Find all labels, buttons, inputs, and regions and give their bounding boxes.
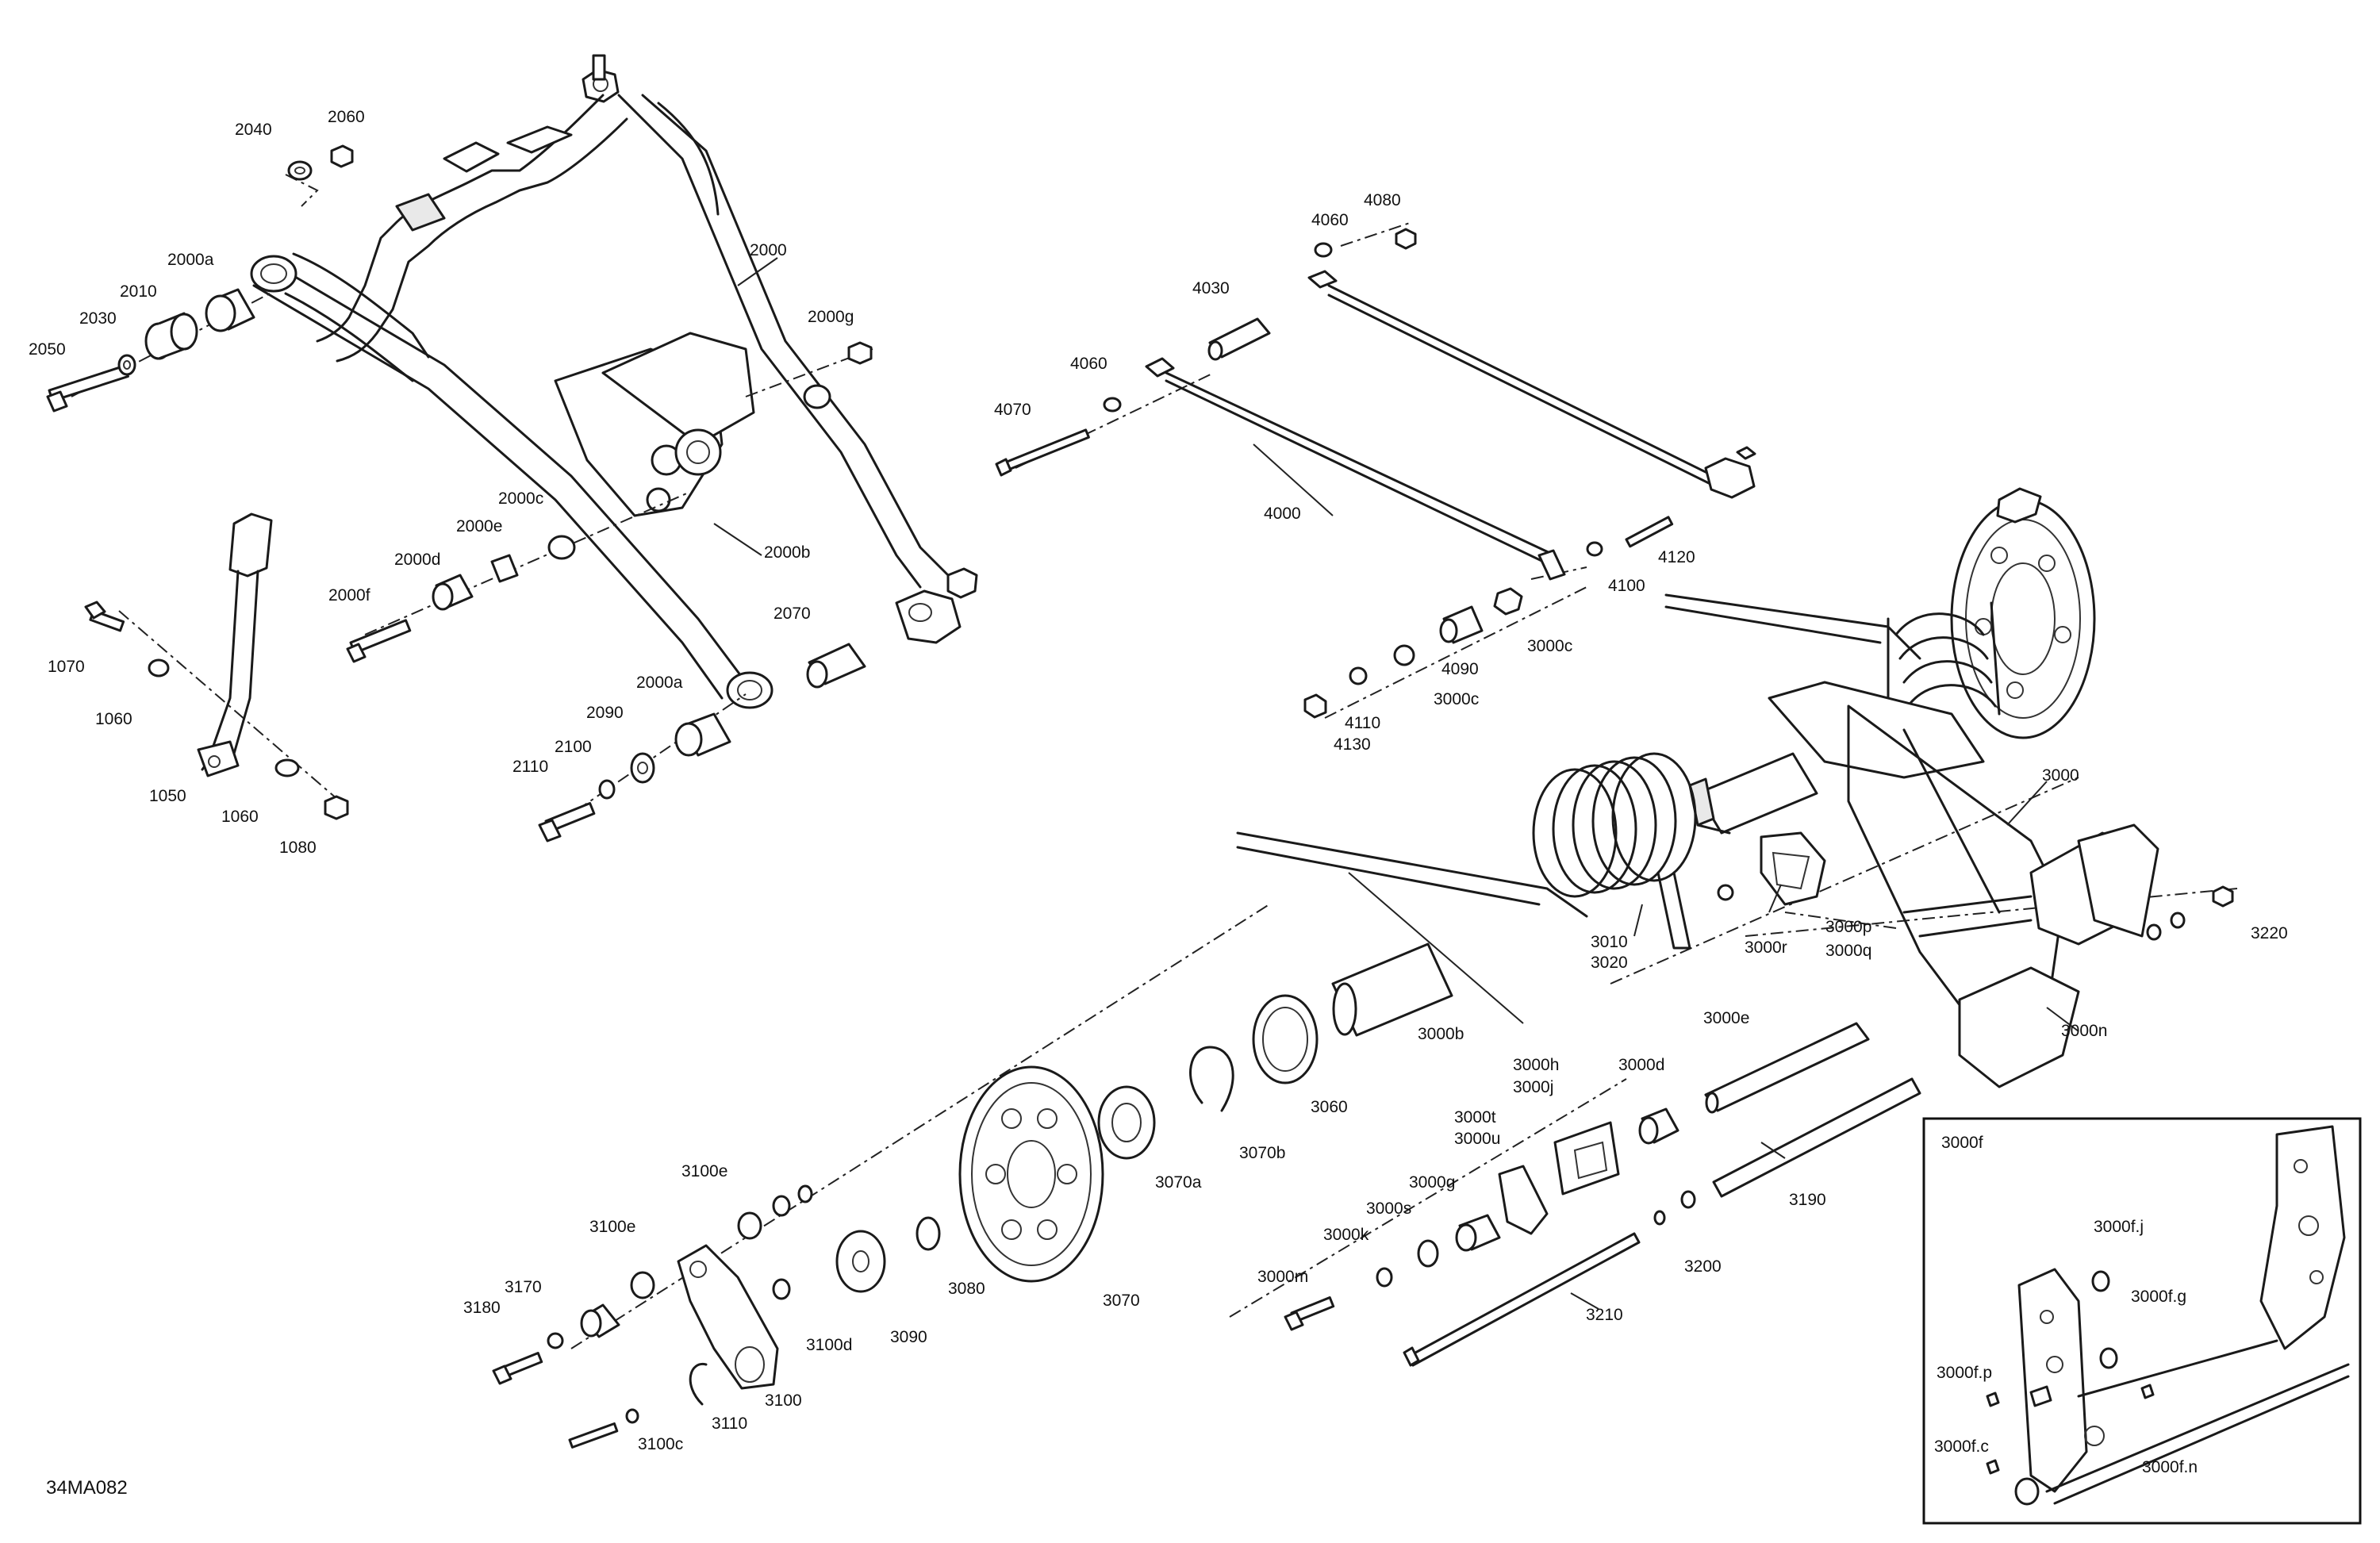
label-2070: 2070: [774, 605, 811, 623]
label-4130: 4130: [1334, 735, 1371, 754]
label-3100e-a: 3100e: [681, 1162, 727, 1180]
label-4080: 4080: [1364, 191, 1401, 209]
part-labels: 2060 2040 2000 2000a 2010 2030 2050 2000…: [29, 108, 2288, 1499]
label-3070b: 3070b: [1239, 1144, 1285, 1162]
label-3080: 3080: [948, 1280, 985, 1298]
label-1070: 1070: [48, 658, 85, 676]
label-3100: 3100: [765, 1391, 802, 1410]
leader-lines: [713, 257, 2079, 1310]
label-3000p: 3000p: [1825, 918, 1871, 936]
label-4110: 4110: [1345, 714, 1380, 732]
label-3070a: 3070a: [1155, 1173, 1202, 1192]
front-arm-hardware: [46, 144, 873, 843]
label-2050: 2050: [29, 340, 66, 359]
label-4030: 4030: [1192, 279, 1230, 297]
label-3180: 3180: [463, 1299, 501, 1317]
label-3060: 3060: [1311, 1098, 1348, 1116]
label-3000f-g: 3000f.g: [2131, 1288, 2186, 1306]
label-3010: 3010: [1591, 933, 1628, 951]
label-3000h: 3000h: [1513, 1056, 1559, 1074]
label-3200: 3200: [1684, 1257, 1722, 1276]
label-2030: 2030: [79, 309, 117, 328]
label-3000f-n: 3000f.n: [2142, 1458, 2198, 1476]
label-3110: 3110: [712, 1414, 747, 1433]
label-2000a-top: 2000a: [167, 251, 214, 269]
label-3210: 3210: [1586, 1306, 1623, 1324]
label-2110: 2110: [512, 758, 548, 776]
label-3000u: 3000u: [1454, 1130, 1500, 1148]
label-3000t: 3000t: [1454, 1108, 1496, 1127]
label-2000e: 2000e: [456, 517, 502, 535]
label-2000c: 2000c: [498, 489, 543, 508]
label-3000c-b: 3000c: [1434, 690, 1479, 708]
label-3070: 3070: [1103, 1292, 1140, 1310]
label-3190: 3190: [1789, 1191, 1826, 1209]
label-3020: 3020: [1591, 954, 1628, 972]
label-3000q: 3000q: [1825, 942, 1871, 960]
label-3100e-b: 3100e: [589, 1218, 635, 1236]
label-3000m: 3000m: [1257, 1268, 1308, 1286]
label-4000: 4000: [1264, 505, 1301, 523]
rear-arm-assembly: [492, 487, 2234, 1449]
label-3000f-j: 3000f.j: [2094, 1218, 2144, 1236]
label-4090: 4090: [1441, 660, 1479, 678]
label-2100: 2100: [555, 738, 592, 756]
label-3000g: 3000g: [1409, 1173, 1455, 1192]
label-3000j: 3000j: [1513, 1078, 1553, 1096]
label-4120: 4120: [1658, 548, 1695, 566]
label-3100c: 3100c: [638, 1435, 683, 1453]
label-2000b: 2000b: [764, 543, 810, 562]
label-3000b: 3000b: [1418, 1025, 1464, 1043]
lever-assembly: [84, 512, 349, 820]
label-4100: 4100: [1608, 577, 1645, 595]
label-3170: 3170: [505, 1278, 542, 1296]
label-3000s: 3000s: [1366, 1199, 1411, 1218]
label-3220: 3220: [2251, 924, 2288, 942]
label-3090: 3090: [890, 1328, 927, 1346]
label-1060-top: 1060: [95, 710, 132, 728]
label-3000e: 3000e: [1703, 1009, 1749, 1027]
label-4060-mid: 4060: [1070, 355, 1107, 373]
label-2040: 2040: [235, 121, 272, 139]
label-1060-bottom: 1060: [221, 808, 259, 826]
label-4060-top: 4060: [1311, 211, 1349, 229]
label-2000: 2000: [750, 241, 787, 259]
label-1050: 1050: [149, 787, 186, 805]
front-arm-assembly: [250, 54, 978, 709]
inset-title: 3000f: [1941, 1134, 1983, 1152]
label-4070: 4070: [994, 401, 1031, 419]
label-2090: 2090: [586, 704, 624, 722]
label-3100d: 3100d: [806, 1336, 852, 1354]
label-2000g: 2000g: [808, 308, 854, 326]
inset-3000f: [1922, 1117, 2362, 1525]
label-2000f: 2000f: [328, 586, 370, 605]
reference-code: 34MA082: [46, 1477, 128, 1499]
label-2010: 2010: [120, 282, 157, 301]
label-3000r: 3000r: [1745, 938, 1787, 957]
label-1080: 1080: [279, 839, 317, 857]
label-3000f-p: 3000f.p: [1937, 1364, 1992, 1382]
label-2000a-bottom: 2000a: [636, 674, 683, 692]
label-3000k: 3000k: [1323, 1226, 1369, 1244]
label-2000d: 2000d: [394, 551, 440, 569]
label-3000f-c: 3000f.c: [1934, 1437, 1989, 1456]
label-3000c-a: 3000c: [1527, 637, 1572, 655]
label-3000n: 3000n: [2061, 1022, 2107, 1040]
label-3000: 3000: [2042, 766, 2079, 785]
label-3000d: 3000d: [1618, 1056, 1664, 1074]
linkage-rods: [995, 228, 1756, 719]
label-2060: 2060: [328, 108, 365, 126]
